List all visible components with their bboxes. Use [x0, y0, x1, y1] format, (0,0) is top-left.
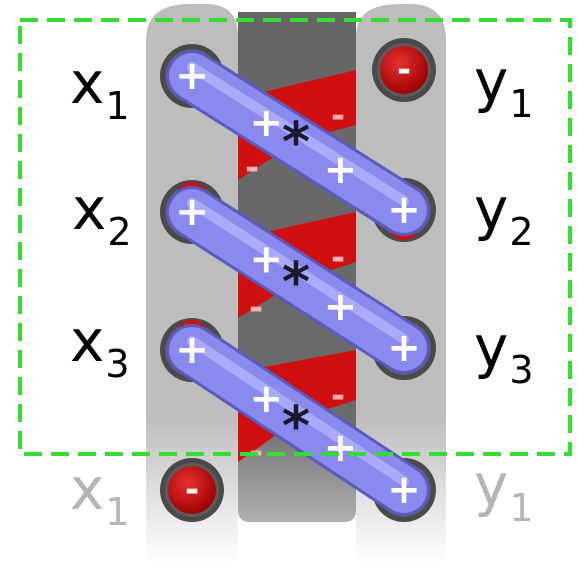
label-y1-base: y	[474, 47, 508, 115]
product-sign: *	[282, 395, 310, 458]
label-x2: x2	[72, 180, 132, 238]
plus-sign: +	[249, 237, 283, 283]
minus-sign: -	[331, 238, 345, 278]
minus-sign: -	[331, 96, 345, 136]
label-y1-repeat-base: y	[474, 451, 508, 519]
plus-sign: +	[175, 327, 209, 373]
label-x1-sub: 1	[105, 84, 129, 128]
label-y3-base: y	[474, 313, 508, 381]
label-y2-base: y	[474, 175, 508, 243]
label-x1-repeat: x1	[70, 460, 130, 518]
product-sign: *	[282, 251, 310, 314]
plus-sign: +	[249, 100, 283, 146]
minus-sign: -	[249, 288, 263, 328]
plus-sign: +	[175, 53, 209, 99]
plus-sign: +	[387, 467, 421, 513]
label-x3-sub: 3	[105, 342, 129, 386]
label-x3-base: x	[70, 307, 104, 375]
label-x1-repeat-base: x	[70, 455, 104, 523]
label-y2: y2	[474, 180, 534, 238]
plus-sign: +	[324, 284, 358, 330]
minus-sign: -	[185, 470, 199, 510]
label-y3-sub: 3	[509, 348, 533, 392]
label-y1: y1	[474, 52, 534, 110]
product-sign: *	[282, 111, 310, 174]
label-x2-sub: 2	[107, 210, 131, 254]
label-y1-repeat-sub: 1	[509, 486, 533, 530]
label-y1-repeat: y1	[474, 456, 534, 514]
label-x3: x3	[70, 312, 130, 370]
plus-sign: +	[387, 325, 421, 371]
label-x1: x1	[70, 54, 130, 112]
label-y1-sub: 1	[509, 82, 533, 126]
plus-sign: +	[175, 189, 209, 235]
plus-sign: +	[324, 147, 358, 193]
minus-sign: -	[397, 50, 411, 90]
plus-sign: +	[387, 187, 421, 233]
minus-sign: -	[331, 376, 345, 416]
label-x1-repeat-sub: 1	[105, 490, 129, 534]
plus-sign: +	[249, 376, 283, 422]
plus-sign: +	[324, 425, 358, 471]
minus-sign: -	[245, 148, 259, 188]
label-x2-base: x	[72, 175, 106, 243]
label-y2-sub: 2	[509, 210, 533, 254]
label-x1-base: x	[70, 49, 104, 117]
label-y3: y3	[474, 318, 534, 376]
